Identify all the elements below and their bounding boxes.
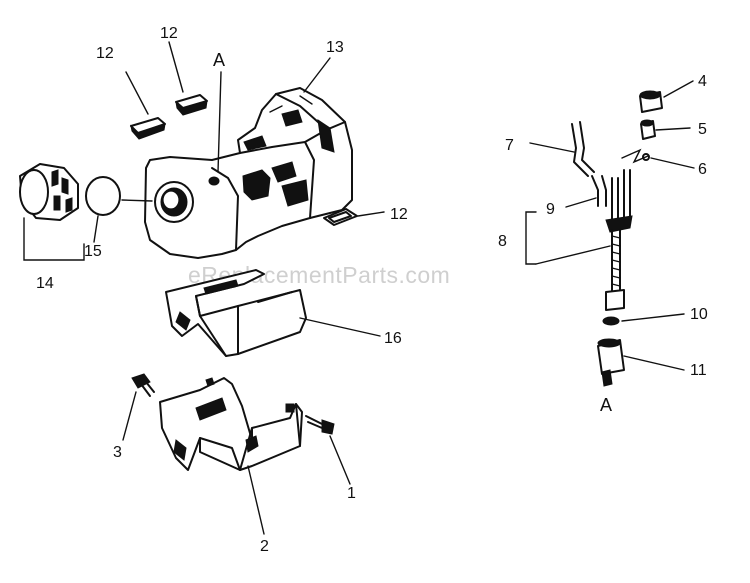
- callout-3: 3: [113, 444, 122, 461]
- rubber-pad-icon: [130, 117, 166, 140]
- cap-gasket-icon: [85, 176, 121, 216]
- callout-12a: 12: [96, 45, 114, 62]
- fuel-line-assembly-icon: [605, 148, 649, 311]
- callout-6: 6: [698, 161, 707, 178]
- leader-lines: [23, 41, 695, 535]
- callout-14: 14: [36, 275, 54, 292]
- callout-1: 1: [347, 485, 356, 502]
- reference-label-top: A: [213, 50, 225, 70]
- callout-8: 8: [498, 233, 507, 250]
- fuel-cap-icon: [19, 163, 79, 221]
- fuel-tank-icon: [144, 87, 353, 259]
- screw-icon: [131, 373, 155, 397]
- callout-9: 9: [546, 201, 555, 218]
- tank-guard-bracket-icon: [159, 377, 303, 471]
- callout-16: 16: [384, 330, 402, 347]
- callout-5: 5: [698, 121, 707, 138]
- callout-13: 13: [326, 39, 344, 56]
- rubber-pad-icon: [323, 208, 358, 226]
- callout-7: 7: [505, 137, 514, 154]
- screw-icon: [305, 415, 335, 435]
- callout-12c: 12: [390, 206, 408, 223]
- tank-guard-icon: [165, 269, 307, 357]
- washer-icon: [602, 316, 620, 326]
- rubber-pad-icon: [175, 94, 208, 116]
- callout-11: 11: [690, 362, 707, 379]
- callout-10: 10: [690, 306, 708, 323]
- grommet-cap-icon: [639, 90, 663, 113]
- callout-2: 2: [260, 538, 269, 555]
- bushing-icon: [640, 119, 656, 140]
- reference-label-bottom: A: [600, 395, 612, 415]
- fuel-filter-icon: [597, 338, 625, 387]
- callout-12b: 12: [160, 25, 178, 42]
- hose-icon: [571, 121, 595, 177]
- callout-15: 15: [84, 243, 102, 260]
- callout-4: 4: [698, 73, 707, 90]
- hose-icon: [591, 175, 607, 207]
